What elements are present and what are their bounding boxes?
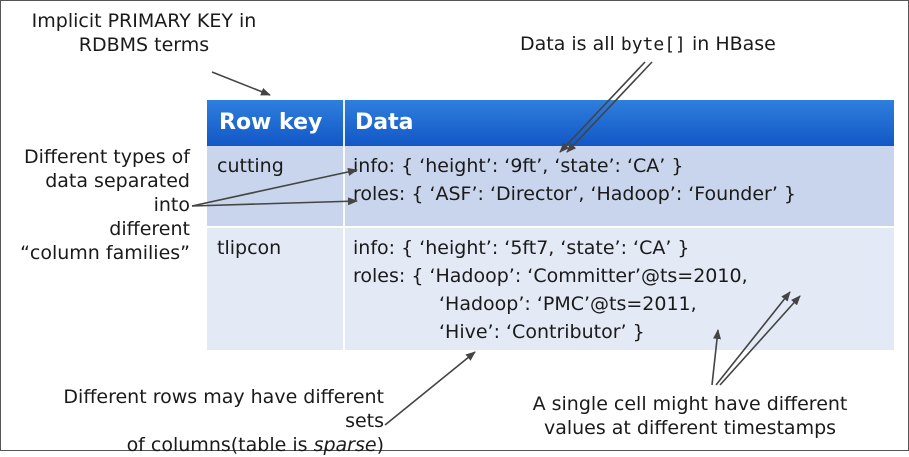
bytes-suffix: in HBase [691, 33, 776, 55]
arrow-sparse [384, 351, 476, 426]
arrow-ts-3 [719, 295, 801, 386]
arrow-family-info [191, 168, 358, 207]
arrow-bytes-2 [566, 61, 653, 153]
arrow-ts-2 [715, 291, 791, 386]
row-data-cutting: info: { ‘height’: ‘9ft’, ‘state’: ‘CA’ }… [353, 152, 796, 208]
sparse-line2-suffix: ) [376, 434, 384, 456]
data-line: roles: { ‘ASF’: ‘Director’, ‘Hadoop’: ‘F… [353, 183, 796, 205]
arrow-ts-1 [711, 329, 722, 386]
row-key-tlipcon: tlipcon [217, 237, 282, 259]
column-families-annotation: Different types of data separated into d… [4, 145, 190, 265]
bytes-code: byte[] [620, 34, 686, 55]
data-line: info: { ‘height’: ‘5ft7, ‘state’: ‘CA’ } [353, 237, 690, 259]
bytes-prefix: Data is all [520, 33, 615, 55]
data-line: roles: { ‘Hadoop’: ‘Committer’@ts=2010, [353, 265, 748, 287]
families-line3: different [109, 218, 190, 240]
families-line2: data separated into [45, 170, 190, 216]
families-line4: “column families” [20, 242, 190, 264]
row-data-tlipcon: info: { ‘height’: ‘5ft7, ‘state’: ‘CA’ }… [353, 234, 748, 346]
arrow-primary-key [211, 71, 271, 96]
data-line: ‘Hadoop’: ‘PMC’@ts=2011, [439, 293, 697, 315]
header-row-key: Row key [219, 110, 323, 135]
primary-key-line1: Implicit PRIMARY KEY in [31, 10, 257, 32]
table-row-cutting: cutting info: { ‘height’: ‘9ft’, ‘state’… [207, 146, 894, 228]
header-data: Data [355, 110, 414, 135]
primary-key-annotation: Implicit PRIMARY KEY in RDBMS terms [14, 9, 274, 57]
table-header: Row key Data [207, 100, 894, 146]
hbase-table: cutting info: { ‘height’: ‘9ft’, ‘state’… [207, 100, 894, 350]
timestamps-line2: values at different timestamps [543, 417, 837, 439]
arrow-family-roles [191, 197, 358, 207]
table-row-tlipcon: tlipcon info: { ‘height’: ‘5ft7, ‘state’… [207, 228, 894, 350]
bytes-annotation: Data is all byte[] in HBase [520, 32, 776, 57]
primary-key-line2: RDBMS terms [78, 34, 210, 56]
timestamps-line1: A single cell might have different [532, 393, 848, 415]
row-divider [207, 226, 894, 228]
families-line1: Different types of [24, 146, 190, 168]
row-key-cutting: cutting [217, 155, 284, 177]
arrow-bytes [559, 61, 646, 153]
data-line: ‘Hive’: ‘Contributor’ } [439, 321, 645, 343]
sparse-line1: Different rows may have different sets [63, 386, 384, 432]
data-line: info: { ‘height’: ‘9ft’, ‘state’: ‘CA’ } [353, 155, 684, 177]
column-divider [343, 100, 345, 350]
timestamps-annotation: A single cell might have different value… [530, 392, 850, 440]
